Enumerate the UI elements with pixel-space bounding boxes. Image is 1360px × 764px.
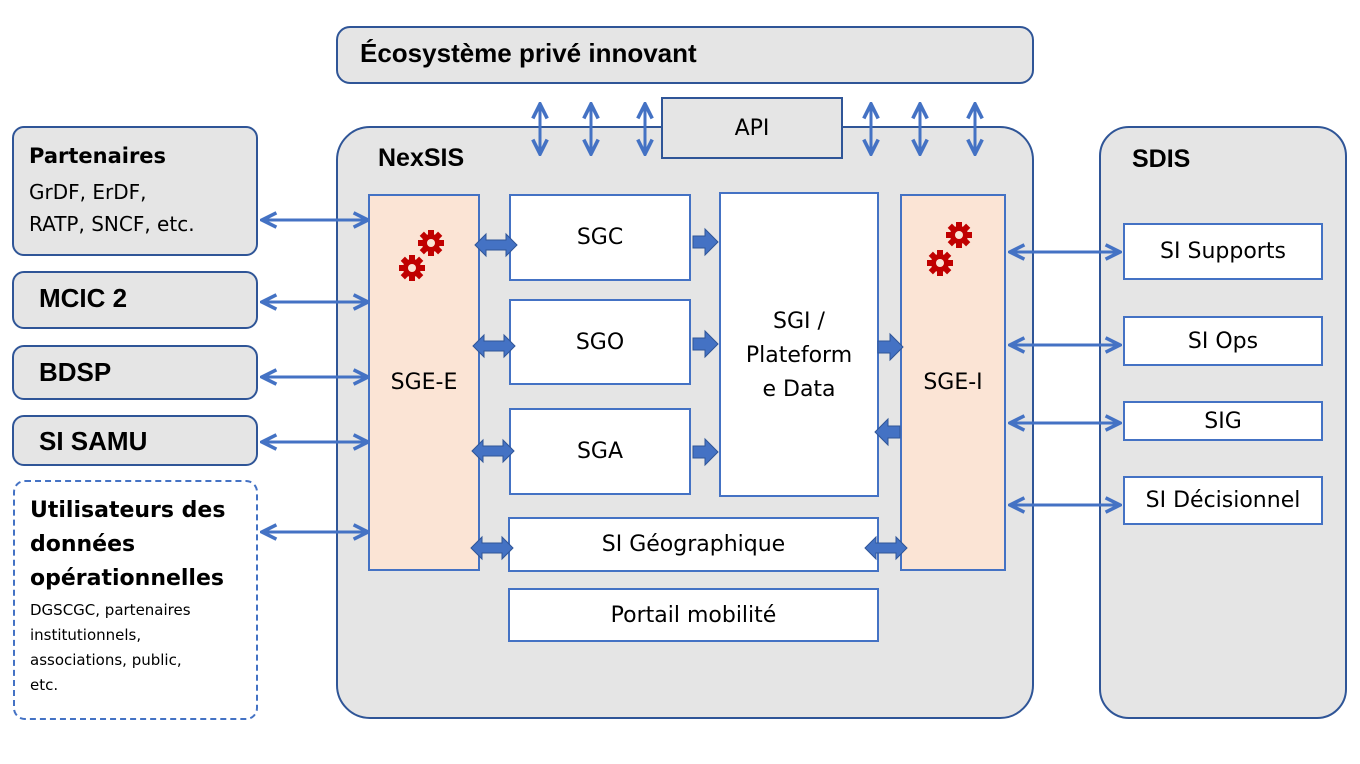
utilisateurs-title-2: données (30, 532, 136, 557)
utilisateurs-line-4: etc. (30, 676, 59, 694)
ecosystem-title: Écosystème privé innovant (360, 38, 697, 68)
utilisateurs-line-2: institutionnels, (30, 626, 142, 644)
sgi-line-2: Plateform (745, 343, 853, 368)
partenaires-line-1: GrDF, ErDF, (29, 180, 147, 204)
si-samu-box: SI SAMU (12, 415, 258, 466)
gears-icon-sge-i (927, 222, 972, 276)
sge-e-box (368, 194, 480, 571)
si-ops-box: SI Ops (1123, 316, 1323, 366)
partenaires-title: Partenaires (29, 144, 167, 168)
si-supports-label: SI Supports (1160, 239, 1286, 264)
sgi-platform-box: SGI / Plateform e Data (719, 192, 879, 497)
gear-icon (946, 222, 972, 248)
utilisateurs-line-3: associations, public, (30, 651, 182, 669)
gear-icon (927, 250, 953, 276)
si-decisionnel-label: SI Décisionnel (1145, 488, 1301, 513)
sga-box: SGA (509, 408, 691, 495)
mcic2-box: MCIC 2 (12, 271, 258, 329)
utilisateurs-line-1: DGSCGC, partenaires (30, 601, 191, 619)
sgi-line-3: e Data (762, 377, 836, 402)
si-samu-label: SI SAMU (39, 426, 148, 456)
si-ops-label: SI Ops (1187, 328, 1259, 354)
sgc-label: SGC (576, 225, 624, 250)
sgo-box: SGO (509, 299, 691, 385)
si-geographique-label: SI Géographique (601, 532, 786, 557)
sga-label: SGA (576, 439, 624, 464)
sdis-title: SDIS (1132, 145, 1191, 173)
utilisateurs-title-1: Utilisateurs des (30, 498, 226, 523)
ecosystem-box (336, 26, 1034, 84)
partenaires-line-2: RATP, SNCF, etc. (29, 212, 195, 236)
portail-mobilite-label: Portail mobilité (610, 602, 777, 628)
sig-label: SIG (1204, 408, 1242, 434)
portail-mobilite-box: Portail mobilité (508, 588, 879, 642)
bdsp-box: BDSP (12, 345, 258, 400)
gear-icon (399, 255, 425, 281)
sge-i-label: SGE-I (923, 370, 983, 395)
mcic2-label: MCIC 2 (39, 283, 128, 313)
si-supports-box: SI Supports (1123, 223, 1323, 280)
sgi-line-1: SGI / (773, 309, 825, 334)
sge-e-label: SGE-E (390, 370, 458, 395)
si-decisionnel-box: SI Décisionnel (1123, 476, 1323, 525)
api-label: API (734, 115, 770, 141)
sgc-box: SGC (509, 194, 691, 281)
bdsp-label: BDSP (39, 357, 112, 387)
api-box: API (661, 97, 843, 159)
utilisateurs-title-3: opérationnelles (30, 566, 224, 591)
gears-icon-sge-e (399, 230, 444, 281)
sge-i-box (900, 194, 1006, 571)
utilisateurs-box: Utilisateurs des données opérationnelles… (13, 480, 258, 720)
partenaires-box: Partenaires GrDF, ErDF, RATP, SNCF, etc. (12, 126, 258, 256)
sig-box: SIG (1123, 401, 1323, 441)
gear-icon (418, 230, 444, 256)
sgo-label: SGO (575, 329, 625, 355)
si-geographique-box: SI Géographique (508, 517, 879, 572)
nexsis-title: NexSIS (378, 144, 465, 172)
